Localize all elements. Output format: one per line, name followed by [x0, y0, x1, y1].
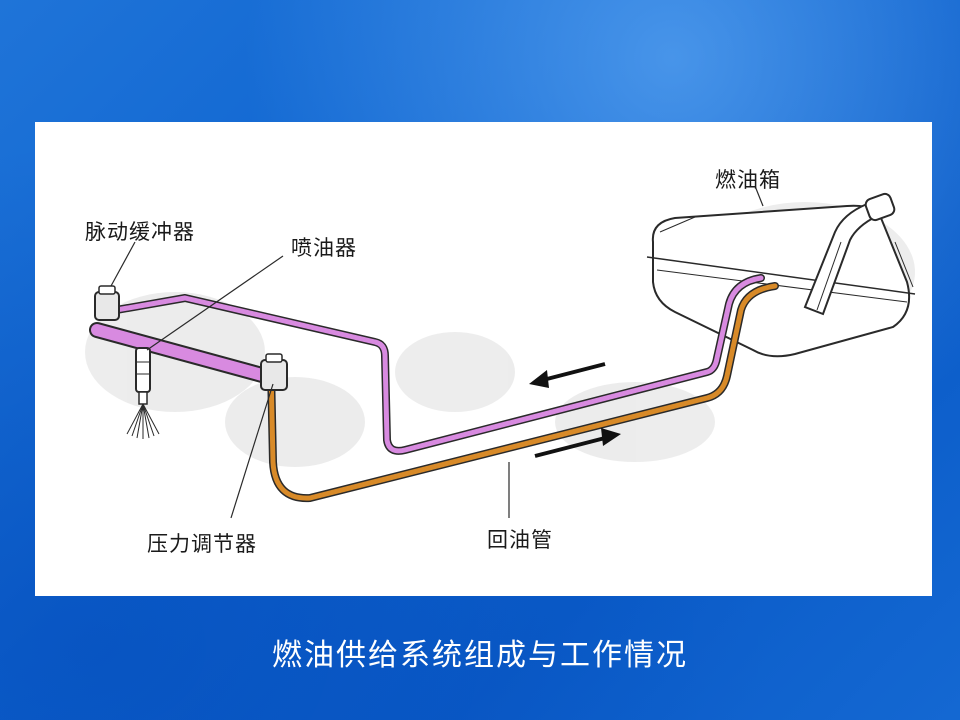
flow-arrow-left — [529, 362, 606, 388]
fuel-system-diagram — [85, 185, 916, 519]
leader-lines — [110, 185, 764, 519]
slide-caption: 燃油供给系统组成与工作情况 — [272, 638, 688, 673]
fuel-spray — [126, 403, 160, 439]
pressure-regulator — [260, 353, 288, 391]
flow-arrow-right — [534, 428, 621, 458]
label-pressure-regulator: 压力调节器 — [147, 532, 257, 556]
fuel-tank — [646, 192, 916, 358]
label-injector: 喷油器 — [291, 236, 357, 260]
label-fuel-tank: 燃油箱 — [715, 168, 781, 192]
label-pulsation-damper: 脉动缓冲器 — [85, 220, 195, 244]
pulsation-damper — [94, 285, 120, 321]
injector — [126, 347, 160, 439]
diagram-panel: 脉动缓冲器 喷油器 燃油箱 压力调节器 回油管 — [35, 122, 932, 596]
label-return-pipe: 回油管 — [487, 528, 553, 552]
